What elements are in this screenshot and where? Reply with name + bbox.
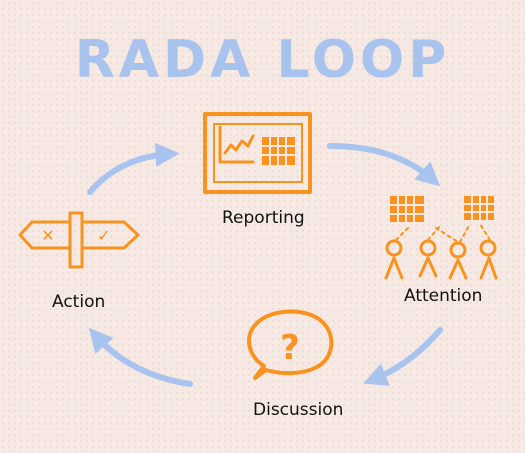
arrow-attention-to-discussion bbox=[363, 327, 443, 386]
diagram-title: RADA LOOP bbox=[74, 30, 451, 90]
reporting-icon bbox=[203, 112, 312, 194]
attention-icon bbox=[384, 195, 498, 280]
report-grid-right bbox=[463, 195, 495, 221]
loop-arrows bbox=[87, 142, 443, 387]
stage-label-attention: Attention bbox=[404, 286, 483, 306]
arrow-action-to-reporting bbox=[87, 142, 180, 195]
arrow-reporting-to-attention bbox=[327, 143, 441, 187]
stage-label-action: Action bbox=[52, 292, 106, 312]
stage-label-reporting: Reporting bbox=[222, 208, 305, 228]
arrow-discussion-to-action bbox=[88, 327, 193, 387]
cross-symbol: ✕ bbox=[41, 226, 54, 245]
stage-label-discussion: Discussion bbox=[253, 400, 344, 420]
question-mark-symbol: ? bbox=[280, 328, 300, 368]
people-group bbox=[384, 239, 498, 280]
check-symbol: ✓ bbox=[97, 226, 110, 245]
report-grid-left bbox=[389, 195, 425, 223]
action-icon: ✕ ✓ bbox=[18, 211, 140, 269]
discussion-icon: ? bbox=[247, 309, 334, 380]
